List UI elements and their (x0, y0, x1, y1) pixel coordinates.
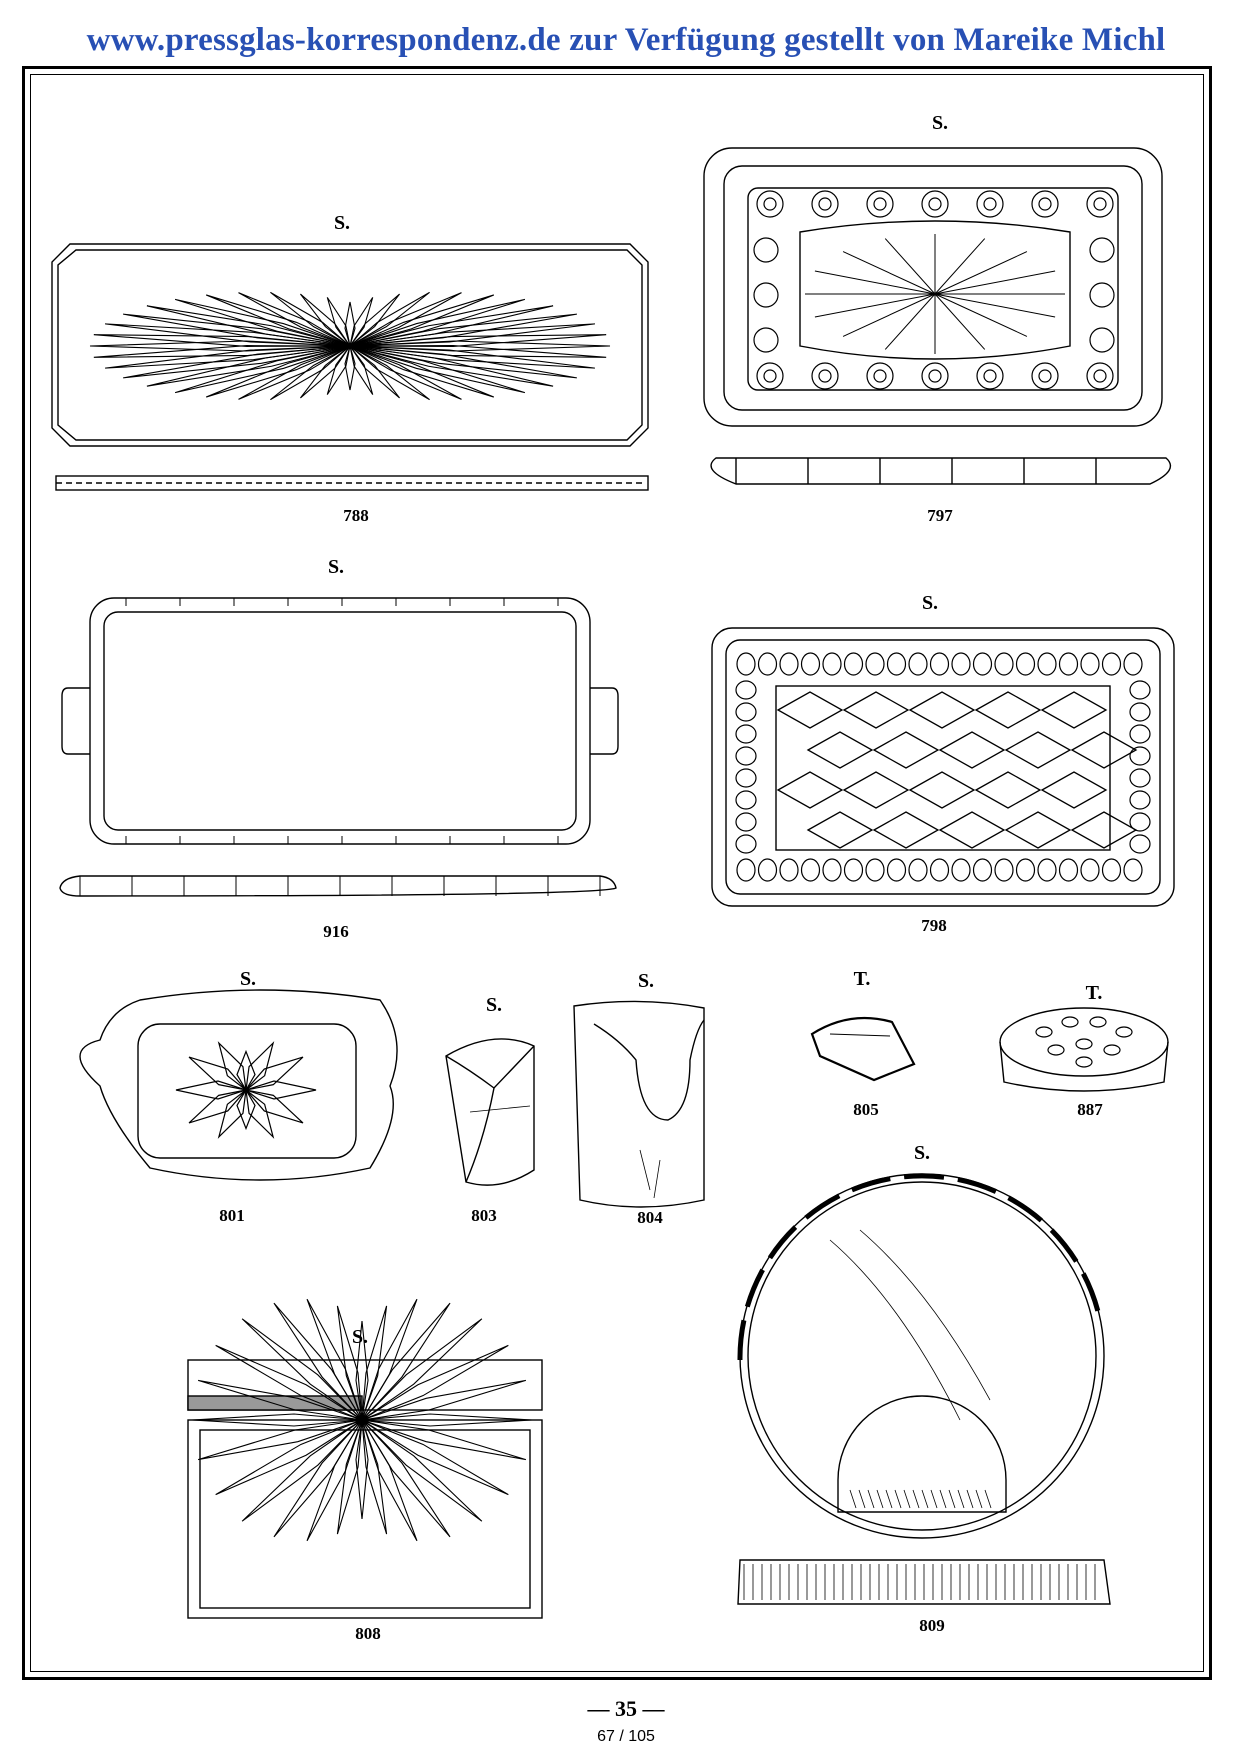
plate-809-drawing (737, 1173, 1111, 1605)
mark-916: S. (327, 556, 345, 578)
mark-798: S. (921, 592, 939, 614)
item-number-804: 804 (637, 1208, 663, 1227)
item-number-788: 788 (343, 506, 369, 525)
page-count: 67 / 105 (597, 1728, 655, 1745)
item-number-803: 803 (471, 1206, 497, 1225)
item-number-801: 801 (219, 1206, 245, 1225)
object-805-drawing (810, 1016, 916, 1082)
dish-801-drawing (79, 989, 398, 1181)
mark-809: S. (913, 1142, 931, 1164)
mark-808: S. (351, 1326, 369, 1348)
item-number-887: 887 (1077, 1100, 1103, 1119)
item-number-809: 809 (919, 1616, 945, 1635)
mark-805: T. (853, 968, 871, 990)
item-number-798: 798 (921, 916, 947, 935)
tray-788-drawing (51, 243, 649, 491)
tray-798-drawing (711, 627, 1175, 907)
tray-916-drawing (59, 597, 619, 897)
mark-804: S. (637, 970, 655, 992)
page-frame-outer (22, 66, 1212, 1680)
mark-797: S. (931, 112, 949, 134)
mark-803: S. (485, 994, 503, 1016)
page-number: — 35 — (587, 1696, 665, 1721)
box-887-drawing (999, 1007, 1169, 1092)
box-808-drawing (187, 1298, 543, 1619)
tray-797-drawing (703, 147, 1172, 485)
page-frame-inner (30, 74, 1204, 1672)
item-number-805: 805 (853, 1100, 879, 1119)
item-number-808: 808 (355, 1624, 381, 1643)
holder-803-drawing (445, 1038, 535, 1186)
mark-788: S. (333, 212, 351, 234)
mark-801: S. (239, 968, 257, 990)
item-number-916: 916 (323, 922, 349, 941)
holder-804-drawing (573, 1000, 705, 1208)
item-number-797: 797 (927, 506, 953, 525)
source-header[interactable]: www.pressglas-korrespondenz.de zur Verfü… (86, 22, 1166, 58)
mark-887: T. (1085, 982, 1103, 1004)
